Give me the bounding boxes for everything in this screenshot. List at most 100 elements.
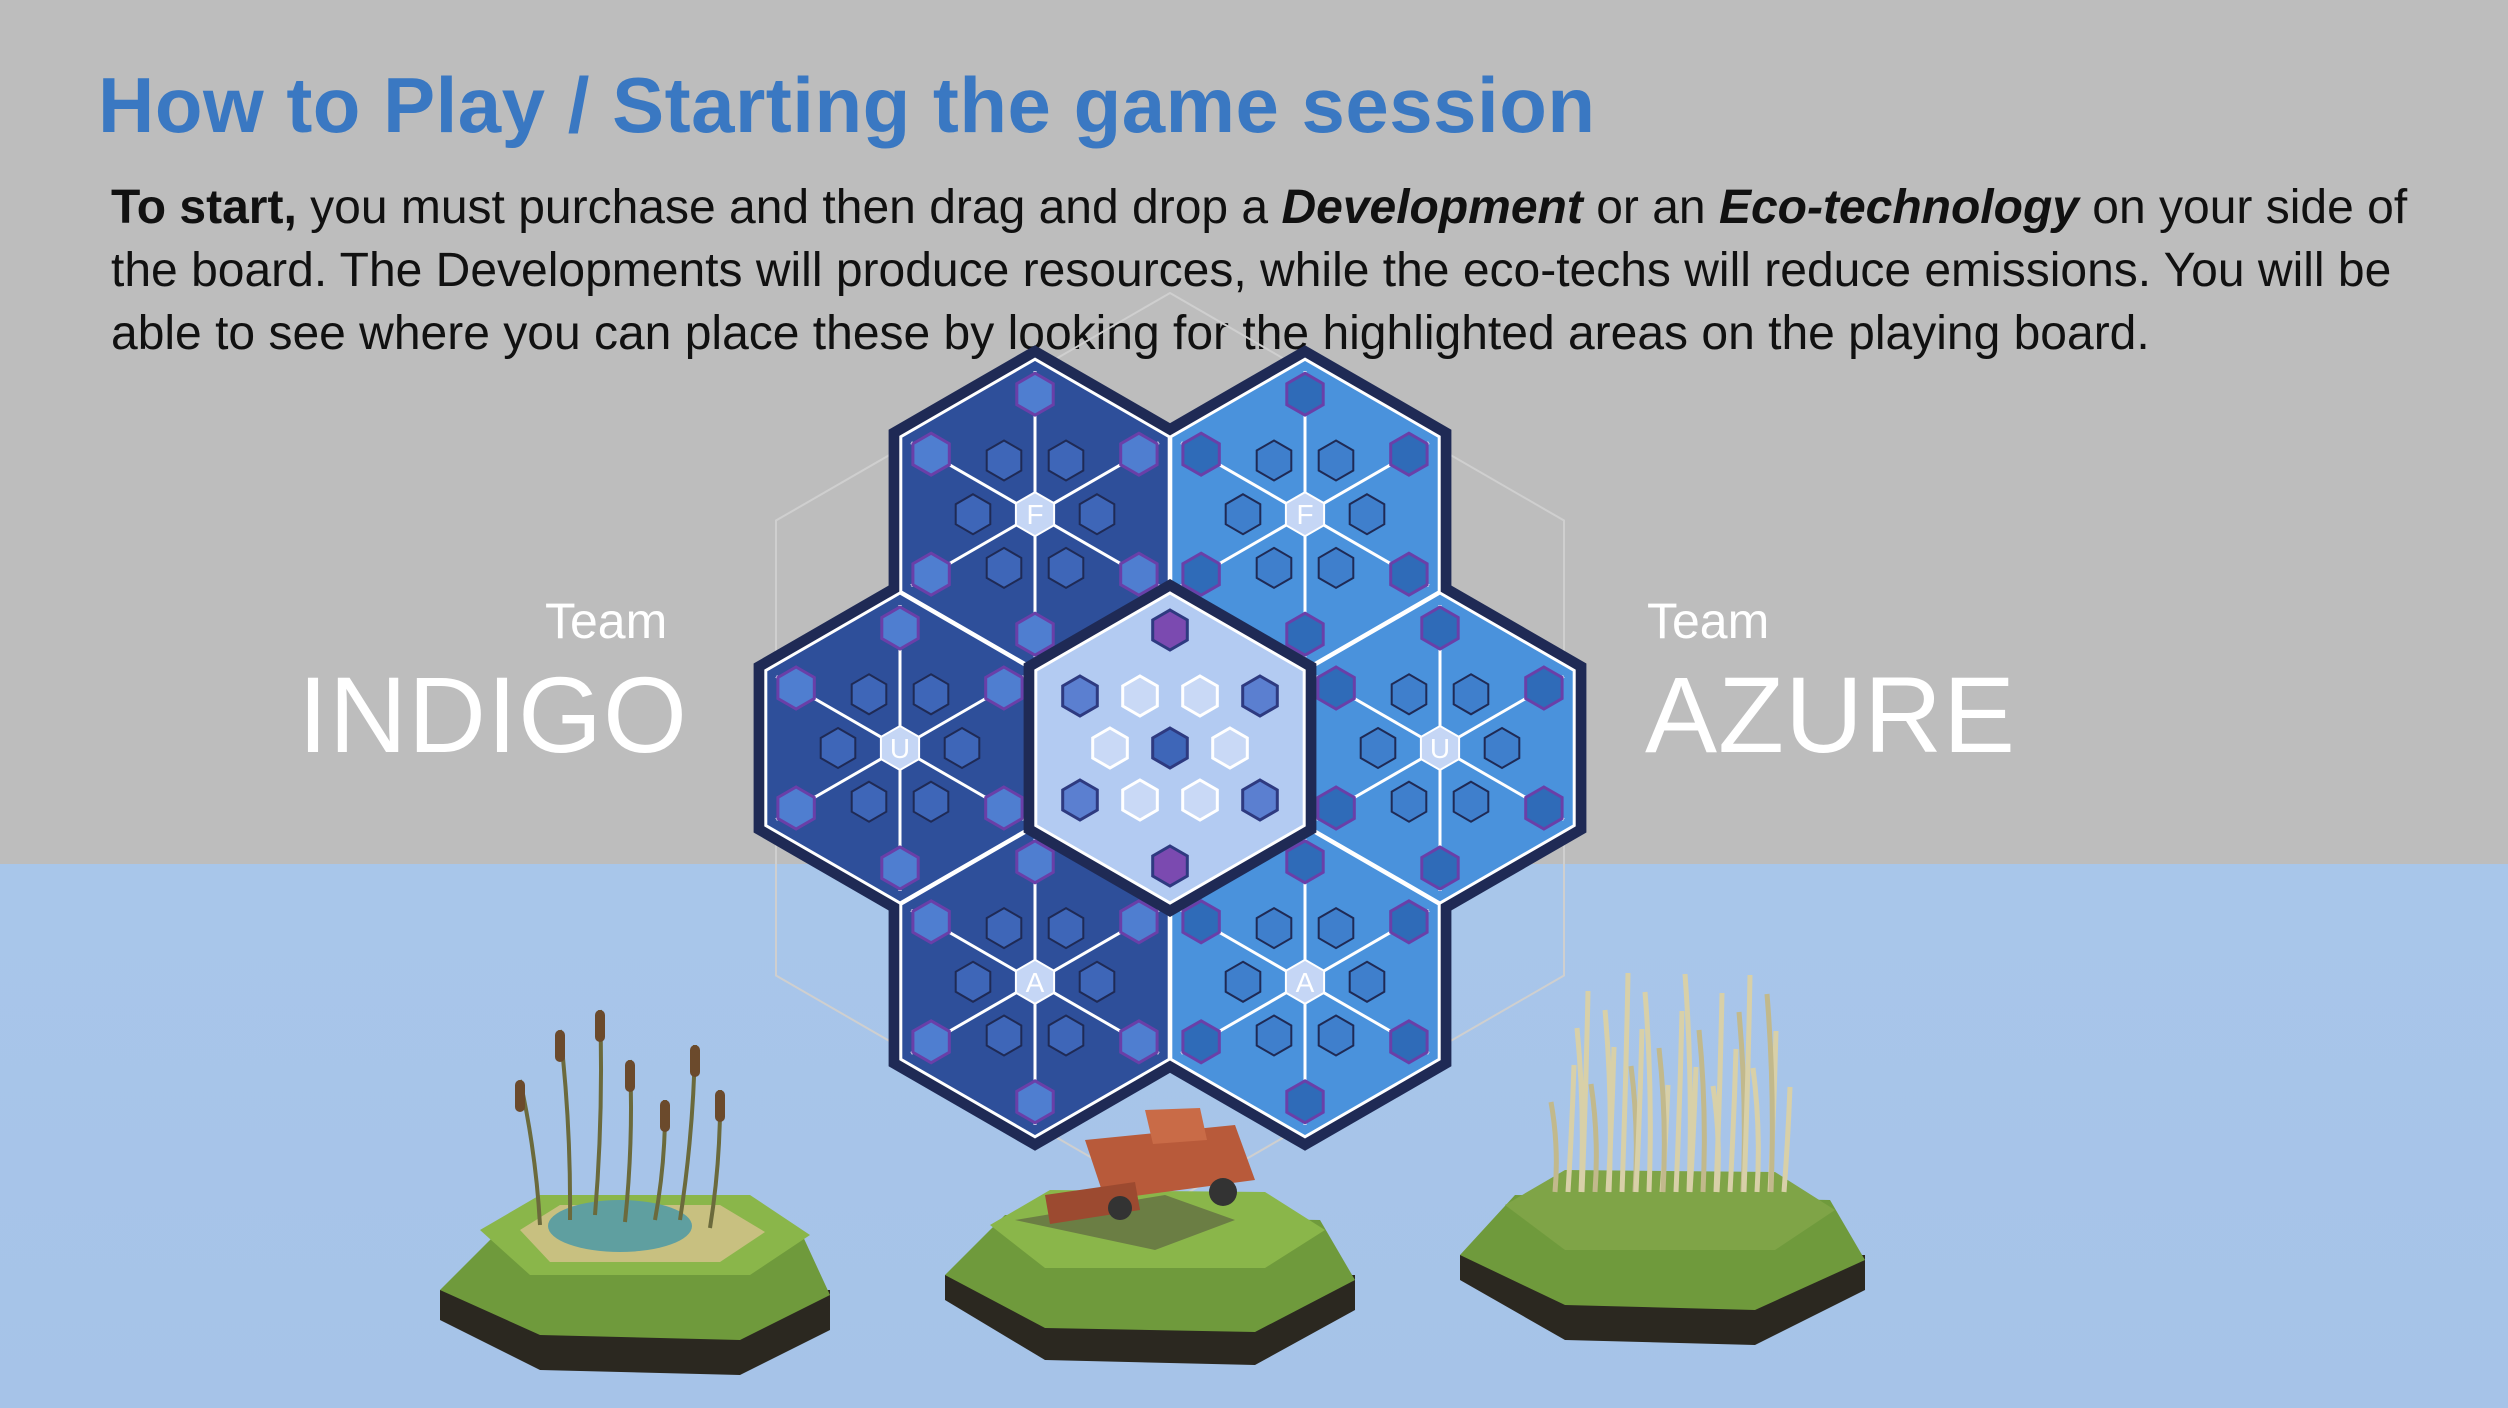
slot-inner[interactable] [1255, 439, 1293, 482]
slot-inner[interactable] [1452, 673, 1490, 716]
slot-inner[interactable] [1047, 906, 1085, 950]
slot-outer[interactable] [1389, 1019, 1429, 1065]
slot-inner[interactable] [1255, 906, 1293, 950]
slot-outer[interactable] [1119, 431, 1159, 477]
slot-outer[interactable] [1015, 611, 1055, 657]
slot-outer[interactable] [1316, 785, 1356, 831]
slot-inner[interactable] [1047, 1014, 1085, 1057]
slot-inner[interactable] [985, 546, 1023, 590]
slot-outer[interactable] [1015, 1079, 1055, 1125]
slot-inner[interactable] [1317, 439, 1355, 482]
slot-outer[interactable] [1524, 785, 1564, 831]
slot-outer[interactable] [1285, 611, 1325, 657]
reed-stalk [1656, 1047, 1667, 1193]
slot-outer[interactable] [911, 551, 951, 597]
center-slot[interactable] [1181, 674, 1219, 718]
slot-inner[interactable] [1317, 1014, 1355, 1057]
slot-outer[interactable] [880, 605, 920, 651]
slot-outer[interactable] [1119, 899, 1159, 945]
slot-inner[interactable] [912, 780, 950, 823]
slot-inner[interactable] [1452, 780, 1490, 823]
slot-inner[interactable] [1255, 1014, 1293, 1057]
slot-outer[interactable] [911, 1019, 951, 1065]
slot-outer[interactable] [1316, 665, 1356, 711]
zone-letter: A [1296, 967, 1315, 998]
zone-indigo-a[interactable]: A [899, 825, 1171, 1139]
slot-inner[interactable] [1224, 493, 1262, 536]
slot-inner[interactable] [1224, 960, 1262, 1003]
center-slot[interactable] [1151, 726, 1189, 770]
center-slot[interactable] [1211, 726, 1249, 770]
zone-indigo-u[interactable]: U [764, 591, 1036, 905]
slot-outer[interactable] [1015, 371, 1055, 417]
center-slot[interactable] [1121, 674, 1159, 718]
center-slot[interactable] [1181, 778, 1219, 822]
slot-inner[interactable] [1078, 493, 1116, 536]
slot-outer[interactable] [1181, 899, 1221, 945]
slot-inner[interactable] [954, 960, 992, 1003]
slot-outer[interactable] [1181, 1019, 1221, 1065]
slot-inner[interactable] [1078, 960, 1116, 1003]
slot-inner[interactable] [912, 673, 950, 716]
zone-azure-f[interactable]: F [1169, 357, 1441, 671]
slot-inner[interactable] [1047, 439, 1085, 482]
slot-inner[interactable] [850, 780, 888, 823]
slot-outer[interactable] [984, 785, 1024, 831]
slot-outer[interactable] [1181, 551, 1221, 597]
slot-inner[interactable] [1317, 546, 1355, 590]
center-slot[interactable] [1151, 844, 1189, 888]
slot-outer[interactable] [1285, 1079, 1325, 1125]
slot-inner[interactable] [819, 726, 857, 770]
slot-outer[interactable] [1389, 431, 1429, 477]
center-slot[interactable] [1151, 608, 1189, 652]
harvester-farm-tile[interactable] [935, 1100, 1375, 1400]
slot-outer[interactable] [911, 431, 951, 477]
cattail-head [690, 1045, 700, 1077]
slot-outer[interactable] [1420, 845, 1460, 891]
center-slot[interactable] [1121, 778, 1159, 822]
slot-inner[interactable] [985, 439, 1023, 482]
center-slot[interactable] [1091, 726, 1129, 770]
slot-outer[interactable] [1119, 551, 1159, 597]
slot-inner[interactable] [1348, 493, 1386, 536]
slot-inner[interactable] [954, 493, 992, 536]
slot-inner[interactable] [1047, 546, 1085, 590]
slot-inner[interactable] [1359, 726, 1397, 770]
slot-outer[interactable] [1181, 431, 1221, 477]
slot-inner[interactable] [1255, 546, 1293, 590]
center-slot[interactable] [1061, 778, 1099, 822]
reed-stalk [1588, 1083, 1599, 1193]
slot-outer[interactable] [984, 665, 1024, 711]
slot-outer[interactable] [911, 899, 951, 945]
zone-indigo-f[interactable]: F [899, 357, 1171, 671]
slot-outer[interactable] [1389, 551, 1429, 597]
slot-inner[interactable] [850, 673, 888, 716]
reed-grass-tile[interactable] [1455, 960, 1875, 1360]
slot-inner[interactable] [1390, 780, 1428, 823]
center-slot[interactable] [1241, 674, 1279, 718]
slot-inner[interactable] [1483, 726, 1521, 770]
slot-outer[interactable] [776, 665, 816, 711]
slot-inner[interactable] [1348, 960, 1386, 1003]
slot-outer[interactable] [1389, 899, 1429, 945]
zone-azure-a[interactable]: A [1169, 825, 1441, 1139]
zone-azure-u[interactable]: U [1304, 591, 1576, 905]
center-slot[interactable] [1061, 674, 1099, 718]
center-slot[interactable] [1241, 778, 1279, 822]
board-center-zone [1023, 579, 1317, 917]
slot-outer[interactable] [880, 845, 920, 891]
slot-inner[interactable] [1317, 906, 1355, 950]
slot-inner[interactable] [985, 1014, 1023, 1057]
slot-outer[interactable] [1119, 1019, 1159, 1065]
slot-outer[interactable] [1420, 605, 1460, 651]
slot-inner[interactable] [985, 906, 1023, 950]
slot-outer[interactable] [1285, 371, 1325, 417]
slot-outer[interactable] [1524, 665, 1564, 711]
slot-outer[interactable] [776, 785, 816, 831]
slot-outer[interactable] [1285, 839, 1325, 885]
slot-outer[interactable] [1015, 839, 1055, 885]
wetland-cattail-tile[interactable] [420, 990, 860, 1390]
slot-inner[interactable] [1390, 673, 1428, 716]
slot-inner[interactable] [943, 726, 981, 770]
